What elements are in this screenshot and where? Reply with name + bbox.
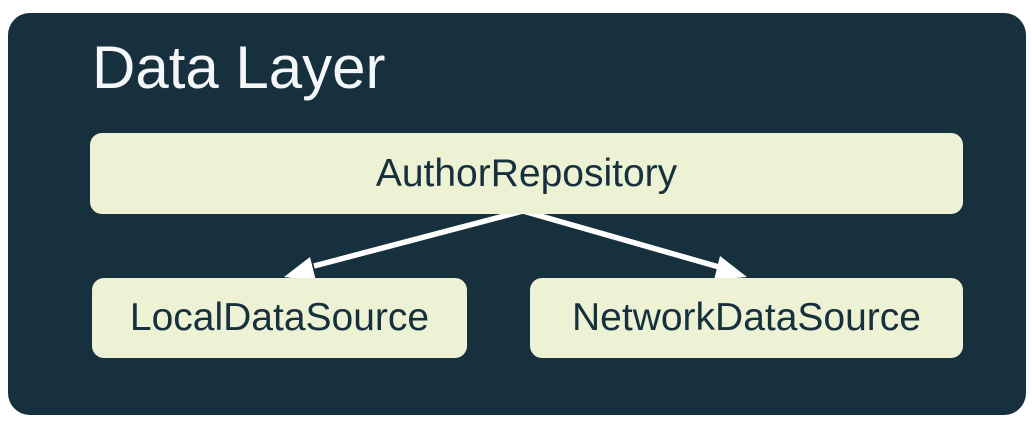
node-network-data-source: NetworkDataSource xyxy=(530,278,963,358)
node-local-data-source: LocalDataSource xyxy=(92,278,467,358)
node-local-data-source-label: LocalDataSource xyxy=(129,296,430,339)
node-author-repository: AuthorRepository xyxy=(90,133,963,214)
node-network-data-source-label: NetworkDataSource xyxy=(572,296,921,339)
diagram-title: Data Layer xyxy=(92,34,386,101)
node-author-repository-label: AuthorRepository xyxy=(375,151,678,195)
